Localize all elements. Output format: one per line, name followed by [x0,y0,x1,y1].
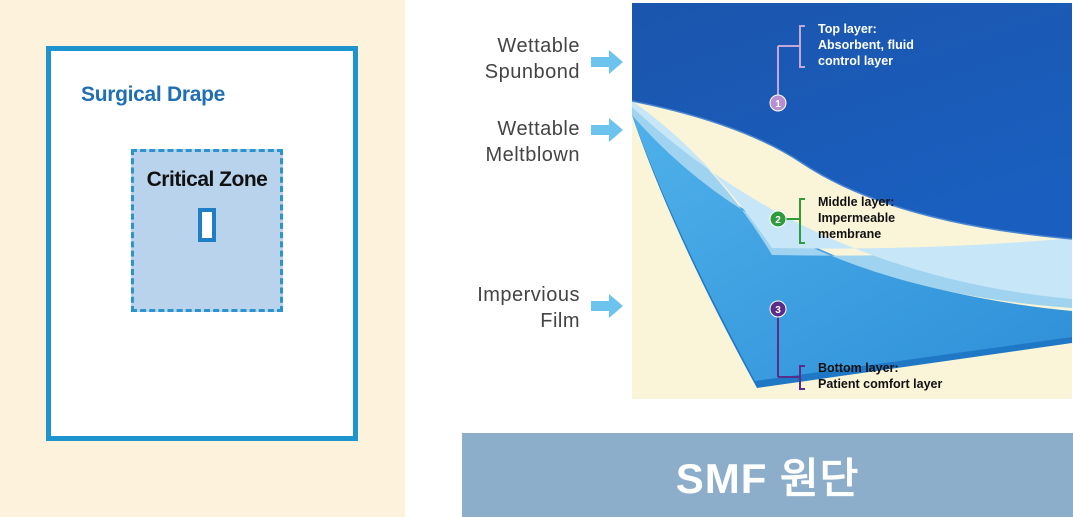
label-spunbond-line1: Wettable [497,35,580,57]
top-layer-line3: control layer [818,54,894,68]
top-layer-line2: Absorbent, fluid [818,38,914,52]
top-layer-line1: Top layer: [818,22,877,36]
label-film-line1: Impervious [477,284,580,306]
top-layer [632,3,1072,239]
top-layer-number-icon [769,94,787,112]
bottom-layer-line1: Bottom layer: [818,361,899,375]
arrow-right-icon [591,294,623,318]
label-wettable-meltblown: Wettable Meltblown [440,116,580,168]
surgical-drape-frame: Surgical Drape Critical Zone [46,46,358,441]
middle-layer-line2: Impermeable [818,211,896,225]
critical-zone-title: Critical Zone [146,168,268,191]
middle-layer [632,101,1072,299]
bottom-layer-callout: Bottom layer: Patient comfort layer [818,360,942,392]
middle-layer-callout: Middle layer: Impermeable membrane [818,194,895,242]
surgical-drape-panel: Surgical Drape Critical Zone [0,0,405,517]
bottom-layer-bracket [778,365,805,390]
top-layer-edge [631,100,1073,240]
label-spunbond-line2: Spunbond [484,61,580,83]
bottom-layer-number: 3 [775,305,781,316]
middle-layer-line3: membrane [818,227,882,241]
critical-zone-marker [198,208,216,242]
middle-layer-number: 2 [775,215,781,226]
caption-bar: SMF 원단 [462,433,1073,517]
label-meltblown-line2: Meltblown [485,144,580,166]
caption-text: SMF 원단 [675,454,860,502]
label-meltblown-line1: Wettable [497,118,580,140]
bottom-layer [632,115,1072,381]
smf-layer-diagram: 1 2 3 Top layer: Absorbent, fluid contro… [631,3,1073,399]
label-impervious-film: Impervious Film [440,282,580,334]
label-wettable-spunbond: Wettable Spunbond [440,33,580,85]
arrow-right-icon [591,118,623,142]
layer-illustration: 1 2 3 [631,3,1073,399]
label-film-line2: Film [540,310,580,332]
middle-layer-number-icon [769,210,787,228]
bottom-layer-number-icon [769,300,787,318]
middle-layer-line1: Middle layer: [818,195,895,209]
middle-layer-bracket [799,198,805,244]
top-layer-number: 1 [775,99,781,110]
top-layer-bracket [778,25,805,68]
top-layer-callout: Top layer: Absorbent, fluid control laye… [818,21,914,69]
bottom-layer-line2: Patient comfort layer [818,377,943,391]
critical-zone: Critical Zone [131,149,283,312]
surgical-drape-title: Surgical Drape [81,83,226,106]
arrow-right-icon [591,50,623,74]
